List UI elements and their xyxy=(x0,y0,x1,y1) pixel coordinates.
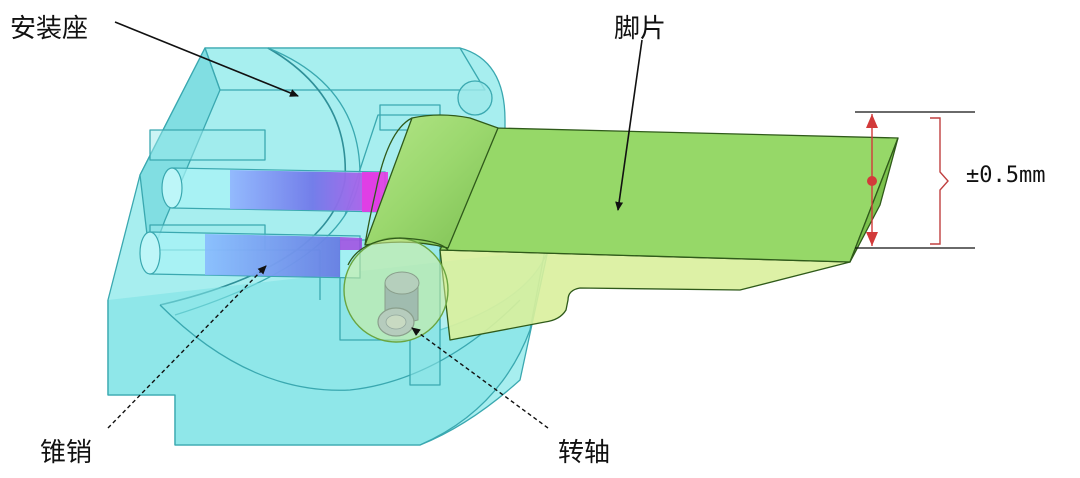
tolerance-bracket xyxy=(930,117,949,245)
taper-pin-label: 锥销 xyxy=(40,438,93,468)
tolerance-dimension xyxy=(855,111,975,249)
foot-plate-label: 脚片 xyxy=(614,14,667,44)
callouts xyxy=(107,21,643,429)
tolerance-point-marker xyxy=(867,176,877,186)
mount-seat-label: 安装座 xyxy=(10,14,89,44)
pivot-shaft-label: 转轴 xyxy=(558,438,611,468)
taper-pin-leader xyxy=(107,265,267,429)
tolerance-label: ±0.5mm xyxy=(966,163,1046,188)
taper-pins xyxy=(139,167,388,279)
foot-plate-leader xyxy=(615,39,643,211)
taper-pin-upper xyxy=(161,167,388,213)
foot-plate xyxy=(343,114,899,343)
mount-seat-leader xyxy=(114,21,299,97)
taper-pin-lower xyxy=(139,231,362,279)
pivot-shaft-leader xyxy=(411,327,549,429)
